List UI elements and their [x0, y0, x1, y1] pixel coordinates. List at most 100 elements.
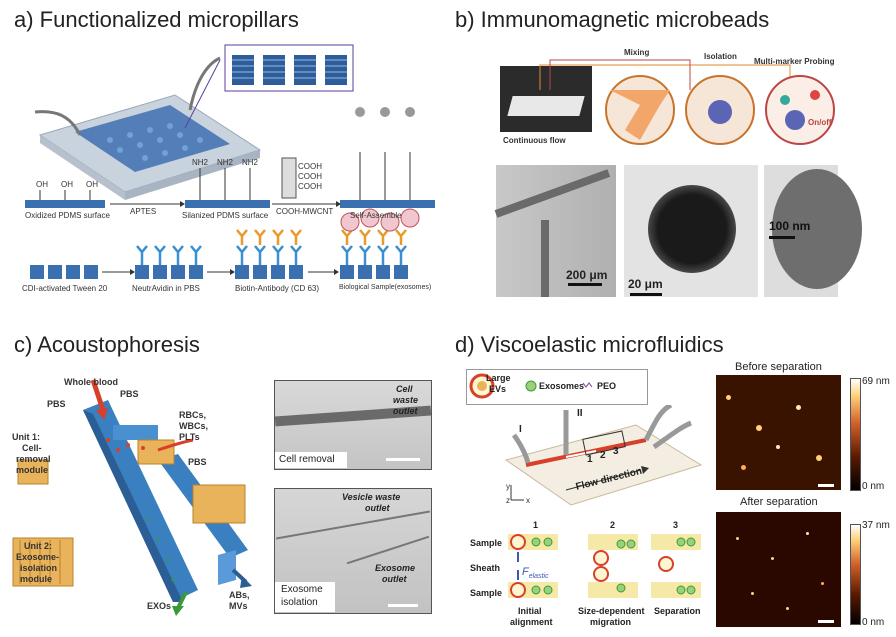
label-biotin: Biotin-Antibody (CD 63) — [235, 284, 320, 293]
label-vesicle-waste-a: Vesicle waste — [342, 492, 401, 502]
label-pbs-2: PBS — [120, 389, 139, 399]
legend-large-evs-a: Large — [486, 373, 511, 383]
label-mvs: MVs — [229, 601, 248, 611]
microbead-process-illustration — [539, 59, 835, 145]
label-initial-a: Initial — [518, 606, 542, 616]
label-plts: PLTs — [179, 432, 200, 442]
legend-exosomes: Exosomes — [539, 381, 585, 391]
label-unit2-b: Exosome- — [16, 552, 60, 562]
label-mixing: Mixing — [624, 48, 650, 57]
label-inlet-2: II — [577, 408, 583, 419]
panel-d-title: d) Viscoelastic microfluidics — [455, 332, 724, 357]
label-scale-200: 200 μm — [566, 268, 608, 282]
label-unit1-c: removal — [16, 454, 51, 464]
afm-after-image — [716, 512, 841, 627]
label-probing: Multi-marker Probing — [754, 57, 835, 66]
micropillar-device-illustration — [25, 44, 435, 279]
label-cell-waste-b: waste — [393, 395, 419, 405]
panel-c-title: c) Acoustophoresis — [14, 332, 200, 357]
label-self-assemble: Self-Assemble — [350, 211, 402, 220]
exosome-isolation-label-box — [275, 582, 335, 612]
label-oh-3: OH — [86, 180, 98, 189]
microchannel-micrograph — [494, 165, 616, 297]
label-sample-2: Sample — [470, 588, 503, 598]
label-section-1: 1 — [587, 454, 593, 465]
label-scale-20: 20 μm — [628, 277, 663, 291]
label-step-2: 2 — [610, 520, 616, 530]
viscoelastic-chip-illustration — [504, 405, 703, 506]
afm-after-title: After separation — [740, 496, 818, 508]
label-inlet-1: I — [519, 424, 522, 435]
scalebar-cell-removal — [386, 458, 420, 461]
axis-z: z — [506, 496, 510, 505]
label-isolation: Isolation — [704, 52, 737, 61]
label-unit1-a: Unit 1: — [12, 432, 40, 442]
label-continuous-flow: Continuous flow — [503, 136, 566, 145]
label-step-1: 1 — [533, 520, 539, 530]
legend-peo: PEO — [597, 381, 617, 391]
label-neutravidin: NeutrAvidin in PBS — [132, 284, 200, 293]
label-exos: EXOs — [147, 601, 172, 611]
label-unit2-d: module — [20, 574, 53, 584]
label-exosome-isolation-a: Exosome — [281, 584, 323, 595]
continuous-flow-photo — [500, 66, 592, 132]
label-rbcs: RBCs, — [179, 410, 207, 420]
migration-steps-illustration — [508, 534, 701, 598]
label-initial-b: alignment — [510, 617, 553, 627]
afm-before-image — [716, 375, 841, 490]
label-felastic-f: F — [522, 566, 529, 578]
scalebar-200um — [568, 283, 602, 286]
label-size-a: Size-dependent — [578, 606, 645, 616]
label-felastic: Felastic — [522, 566, 549, 580]
label-abs: ABs, — [229, 590, 250, 600]
label-oxidized: Oxidized PDMS surface — [25, 211, 110, 220]
label-mwcnt: COOH-MWCNT — [276, 207, 334, 216]
label-pbs-1: PBS — [47, 399, 66, 409]
antibody-row — [30, 208, 420, 279]
label-cooh-2: COOH — [298, 172, 322, 181]
label-unit2-a: Unit 2: — [24, 541, 52, 551]
afm-before-scalebar — [818, 484, 834, 487]
afm-after-max: 37 nm — [862, 520, 890, 531]
label-wbcs: WBCs, — [179, 421, 208, 431]
legend-large-evs-b: EVs — [489, 384, 507, 394]
scalebar-100nm — [769, 236, 795, 239]
afm-before-min: 0 nm — [862, 481, 885, 492]
label-separation: Separation — [654, 606, 701, 616]
label-nh2-2: NH2 — [217, 158, 234, 167]
label-cooh-1: COOH — [298, 162, 322, 171]
label-oh-1: OH — [36, 180, 48, 189]
label-cell-waste-c: outlet — [393, 406, 418, 416]
label-exosome-isolation-b: isolation — [281, 597, 318, 608]
label-oh-2: OH — [61, 180, 73, 189]
afm-after-min: 0 nm — [862, 617, 885, 628]
label-silanized: Silanized PDMS surface — [182, 211, 269, 220]
label-section-2: 2 — [600, 450, 606, 461]
bead-closeup-micrograph — [764, 165, 862, 297]
bead-cluster-micrograph — [624, 165, 758, 297]
afm-before-max: 69 nm — [862, 376, 890, 387]
label-onoff: On/off — [808, 118, 832, 127]
surface-chemistry-row — [25, 107, 435, 208]
label-scale-100nm: 100 nm — [769, 219, 811, 233]
label-exosome-outlet-a: Exosome — [375, 563, 416, 573]
label-aptes: APTES — [130, 207, 157, 216]
scalebar-exosome-isolation — [388, 604, 418, 607]
afm-after-scalebar — [818, 620, 834, 623]
label-unit1-d: module — [16, 465, 49, 475]
axis-x: x — [526, 496, 530, 505]
label-exosome-outlet-b: outlet — [382, 574, 407, 584]
label-unit2-c: isolation — [20, 563, 58, 573]
label-felastic-sub: elastic — [528, 573, 549, 581]
legend-icons — [469, 373, 593, 399]
label-cooh-3: COOH — [298, 182, 322, 191]
label-pbs-3: PBS — [188, 457, 207, 467]
panel-b-title: b) Immunomagnetic microbeads — [455, 7, 770, 32]
panel-a-title: a) Functionalized micropillars — [14, 7, 299, 32]
label-vesicle-waste-b: outlet — [365, 503, 390, 513]
label-nh2-3: NH2 — [242, 158, 259, 167]
legend-box — [466, 369, 648, 405]
label-section-3: 3 — [613, 446, 619, 457]
label-unit1-b: Cell- — [22, 443, 42, 453]
label-step-3: 3 — [673, 520, 679, 530]
